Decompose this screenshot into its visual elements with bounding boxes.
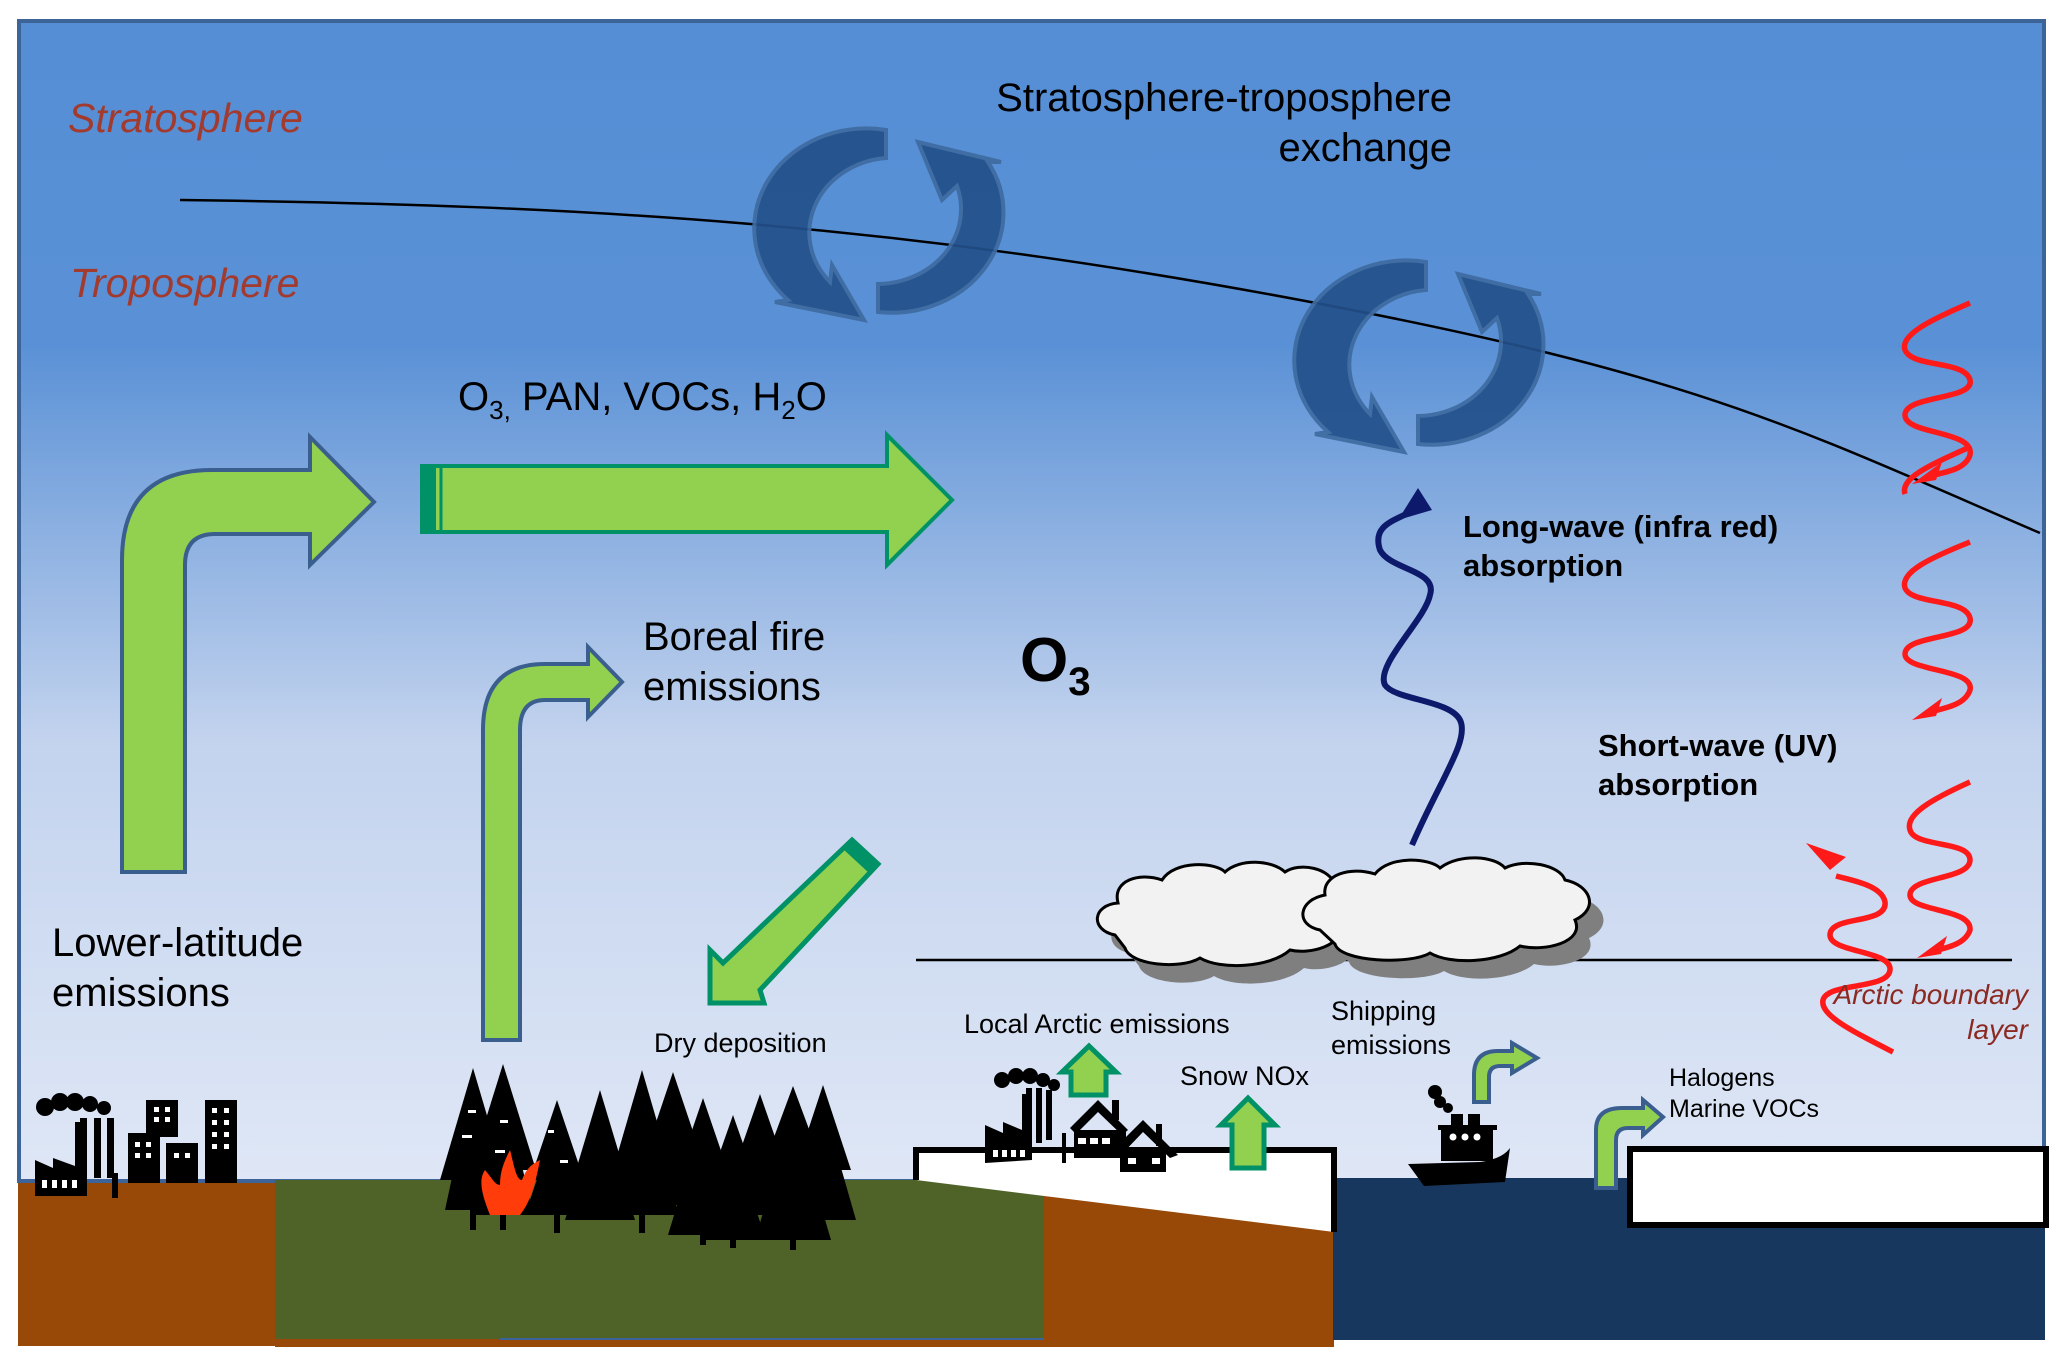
ste-label: Stratosphere-troposphere exchange bbox=[972, 73, 1452, 173]
abl-line2: layer bbox=[1967, 1014, 2028, 1045]
halogens-arrow bbox=[1594, 1095, 1667, 1190]
species-o-sub: 3, bbox=[489, 395, 511, 426]
arctic-town-icon bbox=[985, 1068, 1178, 1172]
halogens-line1: Halogens bbox=[1669, 1064, 1775, 1092]
ozone-sub: 3 bbox=[1068, 659, 1091, 705]
ste-label-line1: Stratosphere-troposphere bbox=[996, 76, 1452, 120]
snow-nox-label: Snow NOx bbox=[1180, 1061, 1310, 1091]
longwave-line2: absorption bbox=[1463, 547, 1624, 583]
longwave-line1: Long-wave (infra red) bbox=[1463, 509, 1779, 544]
abl-line1: Arctic boundary bbox=[1833, 979, 2028, 1010]
longwave-label: Long-wave (infra red) absorption bbox=[1463, 508, 1778, 586]
halogens-line2: Marine VOCs bbox=[1669, 1095, 1820, 1124]
sky-background bbox=[17, 19, 2046, 1183]
window-lights bbox=[42, 1107, 229, 1188]
factory-city-icon bbox=[35, 1093, 237, 1198]
uv-arrowheads bbox=[1806, 462, 1947, 958]
boreal-line2: emissions bbox=[643, 665, 821, 709]
infrared-wave-icon bbox=[1375, 488, 1465, 847]
shipping-arrow bbox=[1472, 1039, 1541, 1104]
shortwave-line1: Short-wave (UV) bbox=[1598, 728, 1838, 763]
species-rest: PAN, VOCs, H bbox=[510, 375, 782, 419]
tropopause-line bbox=[179, 198, 2041, 535]
boreal-fire-arrow bbox=[481, 642, 625, 1042]
shipping-label: Shipping emissions bbox=[1331, 995, 1451, 1063]
lower-latitude-arrow bbox=[120, 432, 377, 874]
soil-left bbox=[18, 1183, 276, 1346]
halogens-label: Halogens Marine VOCs bbox=[1669, 1063, 1819, 1126]
shipping-line1: Shipping bbox=[1331, 996, 1437, 1026]
cycle-arrow-icon bbox=[1292, 258, 1546, 455]
stratosphere-label: Stratosphere bbox=[68, 95, 303, 141]
species-tail: O bbox=[795, 375, 827, 419]
ship-icon bbox=[1408, 1085, 1510, 1186]
fire-icon bbox=[481, 1150, 540, 1215]
uv-wave-icon bbox=[1820, 300, 1973, 1055]
sea-ice bbox=[1627, 1146, 2049, 1228]
cycle-arrow-icon bbox=[752, 126, 1006, 323]
snow-on-trees bbox=[462, 1110, 568, 1163]
species-h-sub: 2 bbox=[781, 395, 796, 426]
ship-portholes bbox=[1449, 1133, 1481, 1141]
shortwave-label: Short-wave (UV) absorption bbox=[1598, 727, 1837, 805]
boreal-line1: Boreal fire bbox=[643, 615, 826, 659]
species-o: O bbox=[458, 375, 490, 419]
transport-species-label: O3, PAN, VOCs, H2O bbox=[458, 372, 827, 426]
shipping-line2: emissions bbox=[1331, 1029, 1452, 1060]
ozone-o: O bbox=[1020, 626, 1069, 695]
shortwave-line2: absorption bbox=[1598, 766, 1759, 802]
dry-deposition-arrow bbox=[707, 836, 882, 1006]
soil-strip-bottom bbox=[275, 1339, 1045, 1347]
transport-arrow bbox=[420, 430, 955, 570]
dry-deposition-label: Dry deposition bbox=[654, 1028, 827, 1058]
local-arctic-arrow bbox=[1055, 1042, 1123, 1098]
troposphere-label: Troposphere bbox=[70, 260, 300, 306]
lower-lat-line2: emissions bbox=[52, 971, 230, 1015]
ozone-label: O3 bbox=[1020, 622, 1091, 702]
forest-icon bbox=[440, 1064, 856, 1250]
boreal-fire-label: Boreal fire emissions bbox=[643, 612, 825, 712]
lower-latitude-label: Lower-latitude emissions bbox=[52, 918, 303, 1018]
ste-label-line2: exchange bbox=[1278, 126, 1452, 170]
cloud-icon bbox=[1095, 856, 1591, 967]
lower-lat-line1: Lower-latitude bbox=[52, 921, 304, 965]
town-windows bbox=[993, 1138, 1160, 1164]
arctic-boundary-layer-label: Arctic boundary layer bbox=[1760, 977, 2028, 1047]
local-arctic-label: Local Arctic emissions bbox=[964, 1009, 1230, 1039]
snow-nox-arrow bbox=[1214, 1094, 1282, 1171]
